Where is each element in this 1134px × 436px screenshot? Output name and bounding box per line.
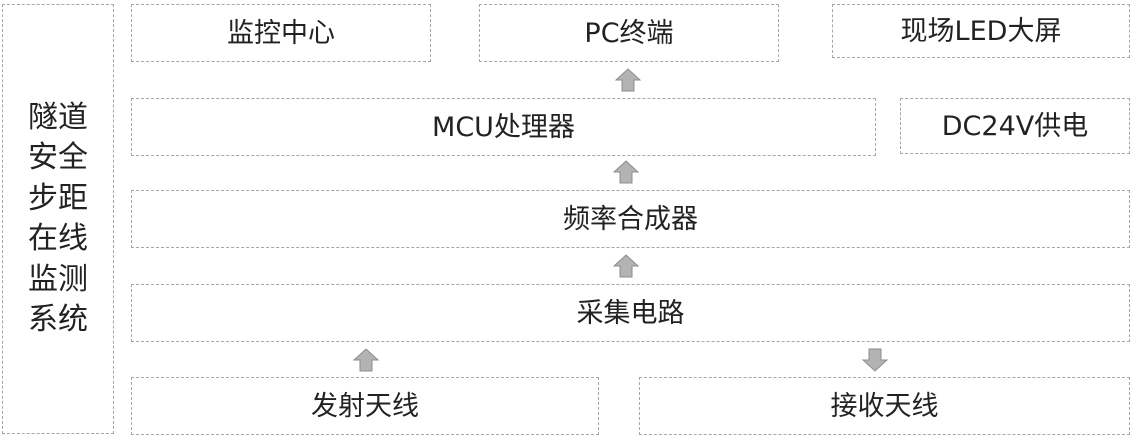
acquisition-circuit-label: 采集电路 (576, 297, 685, 329)
arrow-down-icon (862, 348, 888, 372)
system-title: 隧道安全步距在线监测系统 (28, 99, 88, 338)
system-title-box: 隧道安全步距在线监测系统 (2, 4, 114, 434)
frequency-synthesizer-box: 频率合成器 (131, 190, 1130, 248)
mcu-label: MCU处理器 (432, 111, 575, 143)
transmit-antenna-box: 发射天线 (131, 377, 599, 435)
power-box: DC24V供电 (900, 98, 1130, 154)
led-screen-label: 现场LED大屏 (900, 15, 1062, 47)
monitor-center-label: 监控中心 (227, 17, 335, 49)
frequency-synthesizer-label: 频率合成器 (563, 203, 698, 235)
mcu-box: MCU处理器 (131, 98, 876, 156)
power-label: DC24V供电 (941, 110, 1089, 142)
pc-terminal-label: PC终端 (584, 17, 674, 49)
pc-terminal-box: PC终端 (479, 4, 779, 62)
acquisition-circuit-box: 采集电路 (131, 284, 1130, 342)
arrow-up-icon (353, 348, 379, 372)
arrow-up-icon (613, 160, 639, 184)
receive-antenna-label: 接收天线 (830, 390, 939, 422)
arrow-up-icon (613, 254, 639, 278)
arrow-up-icon (615, 68, 641, 92)
monitor-center-box: 监控中心 (131, 4, 431, 62)
transmit-antenna-label: 发射天线 (311, 390, 419, 422)
led-screen-box: 现场LED大屏 (832, 4, 1130, 58)
receive-antenna-box: 接收天线 (639, 377, 1130, 435)
